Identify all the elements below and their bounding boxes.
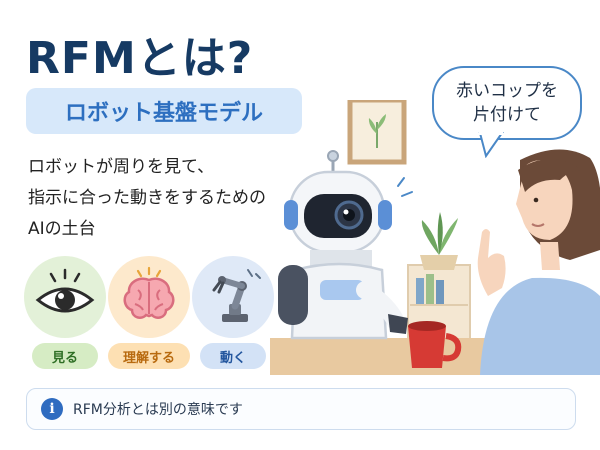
- brain-icon: [123, 266, 175, 319]
- robot-arm-icon: [212, 269, 261, 322]
- feature-label-see: 見る: [32, 343, 98, 369]
- subtitle-pill: ロボット基盤モデル: [26, 88, 302, 134]
- description-line-3: AIの土台: [28, 219, 96, 239]
- info-icon: i: [41, 398, 63, 420]
- speech-line-1: 赤いコップを: [456, 81, 558, 101]
- robot-scene-illustration: [270, 100, 600, 375]
- notice-box: i RFM分析とは別の意味です: [26, 388, 576, 430]
- motion-marks: [397, 177, 413, 197]
- description-line-2: 指示に合った動きをするための: [28, 188, 266, 208]
- potted-plant: [420, 212, 458, 270]
- description-line-1: ロボットが周りを見て、: [28, 157, 215, 177]
- feature-see: [24, 256, 106, 338]
- feature-move: [192, 256, 274, 338]
- subtitle-text: ロボット基盤モデル: [64, 101, 263, 126]
- notice-text: RFM分析とは別の意味です: [73, 402, 243, 418]
- feature-label-move: 動く: [200, 343, 266, 369]
- eye-icon: [35, 268, 95, 313]
- woman-person: [477, 149, 600, 375]
- feature-think: [108, 256, 190, 338]
- speech-bubble: 赤いコップを 片付けて: [432, 66, 582, 140]
- speech-bubble-tail: [478, 132, 504, 158]
- description: ロボットが周りを見て、 指示に合った動きをするための AIの土台: [28, 152, 266, 245]
- speech-line-2: 片付けて: [473, 105, 541, 125]
- feature-label-think: 理解する: [108, 343, 190, 369]
- picture-frame: [347, 100, 407, 165]
- red-cup: [408, 321, 462, 368]
- page-title: RFMとは?: [26, 33, 254, 84]
- robot: [278, 150, 408, 340]
